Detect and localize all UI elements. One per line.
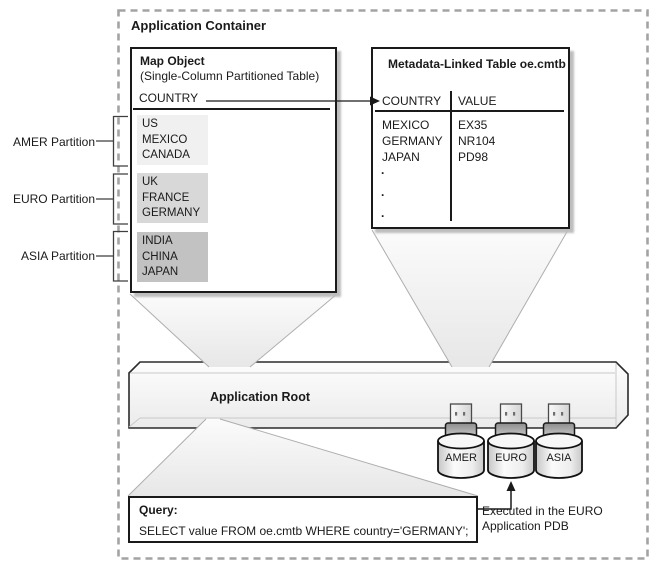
ellipsis-dot: . [381, 206, 385, 220]
metadata-col-country: COUNTRY [382, 94, 442, 108]
partition-row: INDIA [142, 235, 173, 247]
partition-row: JAPAN [142, 266, 179, 279]
metadata-ellipsis: . . . [381, 160, 384, 225]
table-cell: NR104 [458, 134, 496, 148]
metadata-value-column: EX35 NR104 PD98 [458, 117, 495, 165]
partition-row: MEXICO [142, 133, 188, 146]
funnel-map-to-root [129, 293, 338, 368]
application-root-label: Application Root [210, 390, 310, 404]
metadata-col-value: VALUE [458, 94, 497, 108]
application-container-title: Application Container [131, 18, 267, 33]
partition-brackets [96, 115, 128, 282]
map-object-column-header: COUNTRY [139, 91, 199, 105]
database-cylinder-icon [487, 432, 535, 479]
partition-block-euro: UK FRANCE GERMANY [137, 173, 208, 223]
metadata-column-divider [450, 91, 452, 221]
pdb-asia-group [535, 403, 583, 479]
metadata-table-box [371, 47, 570, 229]
pdb-euro-group [487, 403, 535, 479]
partition-row: US [142, 118, 158, 130]
asia-partition-label: ASIA Partition [20, 249, 95, 263]
metadata-country-column: MEXICO GERMANY JAPAN [382, 117, 443, 165]
partition-row: UK [142, 176, 158, 188]
table-cell: JAPAN [382, 150, 420, 164]
query-sql-text: SELECT value FROM oe.cmtb WHERE country=… [139, 524, 469, 538]
callout-line-2: Application PDB [482, 518, 569, 533]
table-cell: GERMANY [382, 134, 443, 148]
application-container-border [117, 9, 649, 560]
euro-partition-label: EURO Partition [12, 192, 95, 206]
ellipsis-dot: . [381, 184, 385, 199]
table-cell: PD98 [458, 150, 489, 164]
table-cell: MEXICO [382, 118, 430, 132]
partition-row: CANADA [142, 149, 190, 162]
map-object-subtitle: (Single-Column Partitioned Table) [140, 69, 320, 83]
query-box-title: Query: [139, 503, 178, 517]
partition-row: FRANCE [142, 191, 190, 204]
pdb-amer-label: AMER [445, 452, 477, 464]
partition-row: GERMANY [142, 207, 201, 220]
amer-partition-label: AMER Partition [12, 135, 95, 149]
database-cylinder-icon [535, 432, 583, 479]
callout-line-1: Executed in the EURO [482, 504, 603, 518]
partition-block-amer: US MEXICO CANADA [137, 115, 208, 165]
database-cylinder-icon [437, 432, 485, 479]
query-box [128, 496, 478, 543]
pdb-amer-group [437, 403, 485, 479]
funnel-table-to-root [371, 229, 569, 368]
metadata-table-title: Metadata-Linked Table oe.cmtb [388, 57, 566, 71]
map-object-title: Map Object [140, 54, 205, 68]
table-cell: EX35 [458, 118, 488, 132]
partition-block-asia: INDIA CHINA JAPAN [137, 232, 208, 282]
callout-text: Executed in the EURO Application PDB [482, 504, 603, 533]
partition-row: CHINA [142, 250, 178, 263]
funnel-root-to-query [127, 418, 479, 497]
metadata-header-rule [375, 110, 564, 112]
ellipsis-dot: . [381, 163, 385, 177]
pdb-euro-label: EURO [495, 452, 527, 464]
map-object-header-rule [133, 108, 330, 110]
pdb-asia-label: ASIA [546, 452, 572, 464]
